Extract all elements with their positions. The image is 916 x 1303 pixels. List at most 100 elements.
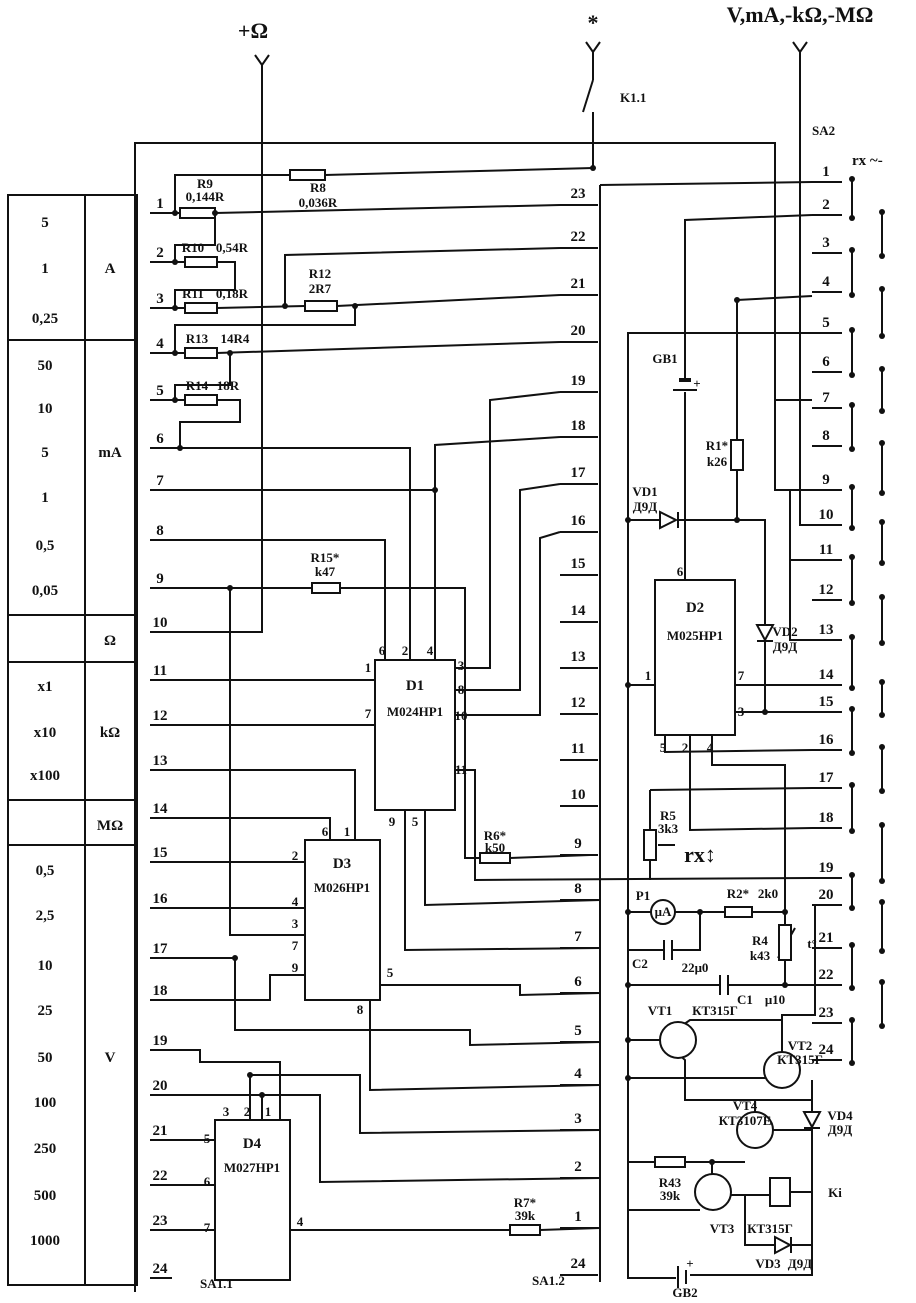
resistor-r9 [179, 207, 216, 219]
junction-dot [734, 517, 740, 523]
resistor-r13 [184, 347, 218, 359]
component-value: 2R7 [309, 281, 332, 296]
range-unit: MΩ [97, 818, 123, 834]
antenna-terminal [254, 54, 270, 67]
junction-dot [590, 165, 596, 171]
junction-dot [849, 782, 855, 788]
sa1-1-contact-number: 3 [156, 291, 164, 307]
component-value: 0,54R [216, 240, 249, 255]
junction-dot [625, 682, 631, 688]
component-ref: VT3 [710, 1221, 735, 1236]
sa2-contact-number: 14 [819, 667, 835, 683]
resistor-r8 [289, 169, 326, 181]
ic-pin-number: 1 [344, 824, 351, 839]
wire [249, 1074, 601, 1135]
sa1-1-contact-number: 10 [153, 615, 168, 631]
component-value: КТ3107Е [719, 1113, 772, 1128]
sa2-contact-number: 10 [819, 507, 834, 523]
junction-dot [879, 979, 885, 985]
sa1-1-contact-number: 2 [156, 245, 164, 261]
wire [174, 174, 290, 213]
junction-dot [849, 247, 855, 253]
component-value: μ10 [765, 992, 785, 1007]
component-ref: R10 [182, 240, 204, 255]
switch-k1-contact [582, 79, 594, 113]
diode-vd3 [774, 1235, 793, 1255]
sa2-contact-number: 2 [822, 197, 830, 213]
sa2-contact-number: 5 [822, 315, 830, 331]
ic-pin-number: 8 [357, 1002, 364, 1017]
component-ref: R14 [186, 378, 209, 393]
antenna-terminal [792, 41, 808, 54]
wire [284, 247, 561, 306]
sa1-2-contact-number: 7 [574, 929, 582, 945]
sa2-contact-number: 13 [819, 622, 834, 638]
sa1-2-contact-number: 1 [574, 1209, 582, 1225]
component-ref: VD1 [632, 484, 657, 499]
wires [8, 41, 883, 1292]
component-value: 0,036R [299, 195, 338, 210]
component-value: Д9Д [828, 1122, 852, 1137]
sa1-1-contact-number: 24 [153, 1261, 169, 1277]
junction-dot [625, 1075, 631, 1081]
junction-dot [879, 899, 885, 905]
ic-pin-number: 3 [223, 1104, 230, 1119]
resistor-r14 [184, 394, 218, 406]
junction-dot [879, 594, 885, 600]
range-value: 0,05 [32, 583, 58, 599]
range-unit: V [105, 1050, 116, 1066]
junction-dot [879, 519, 885, 525]
sa2-contact-number: 24 [819, 1042, 835, 1058]
ic-part-number: M024HP1 [387, 704, 443, 719]
labels: 510,255010510,50,05x1x10x1000,52,5102550… [30, 2, 883, 1300]
component-value: Д9Д [773, 639, 797, 654]
component-ref: R4 [752, 933, 768, 948]
range-value: 0,5 [36, 863, 55, 879]
junction-dot [282, 303, 288, 309]
sa1-2-contact-number: 12 [571, 695, 586, 711]
junction-dot [625, 909, 631, 915]
sa2-contact-number: 4 [822, 274, 830, 290]
resistor-r6 [479, 852, 511, 864]
sa1-2-contact-number: 2 [574, 1159, 582, 1175]
wire [799, 52, 812, 526]
sa1-2-contact-number: 19 [571, 373, 586, 389]
junction-dot [227, 350, 233, 356]
wire [690, 1128, 813, 1276]
wire [678, 519, 766, 625]
sa1-1-contact-number: 5 [156, 383, 164, 399]
component-value: t° [807, 936, 817, 951]
component-ref: VD2 [772, 624, 797, 639]
component-value: Д9Д [788, 1256, 812, 1271]
junction-dot [849, 1060, 855, 1066]
junction-dot [849, 942, 855, 948]
sa1-2-contact-number: 20 [571, 323, 586, 339]
component-value: 39k [515, 1208, 536, 1223]
component-ref: R6* [484, 828, 506, 843]
component-ref: R13 [186, 331, 209, 346]
wire [404, 810, 601, 952]
wire [649, 787, 813, 791]
wire [599, 181, 813, 186]
wire [150, 539, 386, 660]
ic-ref: D3 [333, 856, 351, 872]
component-ref: R8 [310, 180, 326, 195]
component-ref: GB2 [672, 1285, 697, 1300]
range-value: 1 [41, 490, 49, 506]
ic-pin-number: 6 [379, 643, 386, 658]
sa1-2-contact-number: 15 [571, 556, 586, 572]
junction-dot [227, 585, 233, 591]
sa2-contact-number: 7 [822, 390, 830, 406]
ic-pin-number: 2 [292, 848, 299, 863]
component-value: 3k3 [658, 821, 679, 836]
junction-dot [849, 292, 855, 298]
junction-dot [172, 350, 178, 356]
junction-dot [172, 210, 178, 216]
junction-dot [172, 305, 178, 311]
sa2-contact-number: 11 [819, 542, 833, 558]
sa2-contact-number: 20 [819, 887, 834, 903]
sa1-2-contact-number: 5 [574, 1023, 582, 1039]
antenna-terminal [585, 41, 601, 54]
component-value: k43 [750, 948, 771, 963]
